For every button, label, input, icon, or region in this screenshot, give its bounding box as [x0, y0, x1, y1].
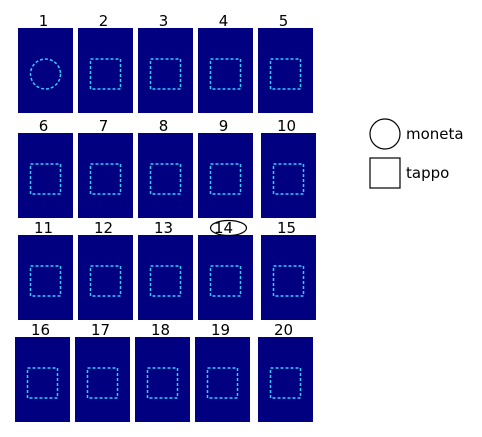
card-background [198, 28, 253, 113]
card-number: 4 [219, 12, 229, 30]
legend-item: tappo [369, 157, 449, 189]
card: 6 [18, 117, 73, 218]
card: 12 [78, 219, 133, 320]
card-number: 20 [274, 321, 293, 339]
card: 2 [78, 12, 133, 113]
cap-marker-icon [26, 367, 59, 399]
card: 20 [258, 321, 313, 422]
card-number: 11 [34, 219, 53, 237]
card: 5 [258, 12, 313, 113]
card: 17 [75, 321, 130, 422]
card-number: 18 [151, 321, 170, 339]
card-background [195, 337, 250, 422]
card-number: 15 [277, 219, 296, 237]
card-number: 14 [214, 219, 233, 237]
card-background [18, 133, 73, 218]
card-background [261, 133, 316, 218]
card-number: 17 [91, 321, 110, 339]
cap-marker-icon [209, 58, 242, 90]
card: 18 [135, 321, 190, 422]
card-background [75, 337, 130, 422]
cap-marker-icon [89, 163, 122, 195]
cap-marker-icon [149, 163, 182, 195]
card-background [258, 337, 313, 422]
cap-marker-icon [89, 265, 122, 297]
cap-marker-icon [209, 163, 242, 195]
cap-marker-icon [89, 58, 122, 90]
card-background [198, 133, 253, 218]
card-background [78, 235, 133, 320]
card-number: 13 [154, 219, 173, 237]
card: 16 [15, 321, 70, 422]
card-background [18, 235, 73, 320]
card-number: 7 [99, 117, 109, 135]
highlight-oval [209, 219, 248, 237]
card-number: 3 [159, 12, 169, 30]
legend: moneta tappo [369, 118, 464, 189]
card-background [78, 133, 133, 218]
card: 19 [195, 321, 250, 422]
card: 13 [138, 219, 193, 320]
card-number: 6 [39, 117, 49, 135]
coin-marker-icon [29, 58, 62, 90]
card-number: 16 [31, 321, 50, 339]
card-number: 5 [279, 12, 289, 30]
card-number: 10 [277, 117, 296, 135]
cap-marker-icon [272, 265, 305, 297]
card: 10 [261, 117, 316, 218]
card-background [135, 337, 190, 422]
card-background [138, 133, 193, 218]
cap-marker-icon [272, 163, 305, 195]
cap-marker-icon [206, 367, 239, 399]
card-background [258, 28, 313, 113]
legend-item: moneta [369, 118, 464, 150]
card-background [138, 235, 193, 320]
card: 1 [18, 12, 73, 113]
cap-marker-icon [209, 265, 242, 297]
card-number: 2 [99, 12, 109, 30]
card: 15 [261, 219, 316, 320]
legend-circle-icon [369, 118, 401, 150]
card-number: 9 [219, 117, 229, 135]
card: 8 [138, 117, 193, 218]
card: 4 [198, 12, 253, 113]
cap-marker-icon [29, 163, 62, 195]
card: 9 [198, 117, 253, 218]
card-number: 12 [94, 219, 113, 237]
card-background [198, 235, 253, 320]
card-background [138, 28, 193, 113]
cap-marker-icon [149, 58, 182, 90]
card-background [18, 28, 73, 113]
card: 7 [78, 117, 133, 218]
card: 11 [18, 219, 73, 320]
card-background [78, 28, 133, 113]
legend-label: tappo [406, 164, 449, 182]
card-background [15, 337, 70, 422]
cap-marker-icon [269, 367, 302, 399]
legend-square-icon [369, 157, 401, 189]
card-number: 19 [211, 321, 230, 339]
card-background [261, 235, 316, 320]
cap-marker-icon [29, 265, 62, 297]
card: 14 [198, 219, 253, 320]
cap-marker-icon [149, 265, 182, 297]
card-number: 1 [39, 12, 49, 30]
card-number: 8 [159, 117, 169, 135]
cap-marker-icon [269, 58, 302, 90]
cap-marker-icon [86, 367, 119, 399]
legend-label: moneta [406, 125, 464, 143]
card: 3 [138, 12, 193, 113]
cap-marker-icon [146, 367, 179, 399]
